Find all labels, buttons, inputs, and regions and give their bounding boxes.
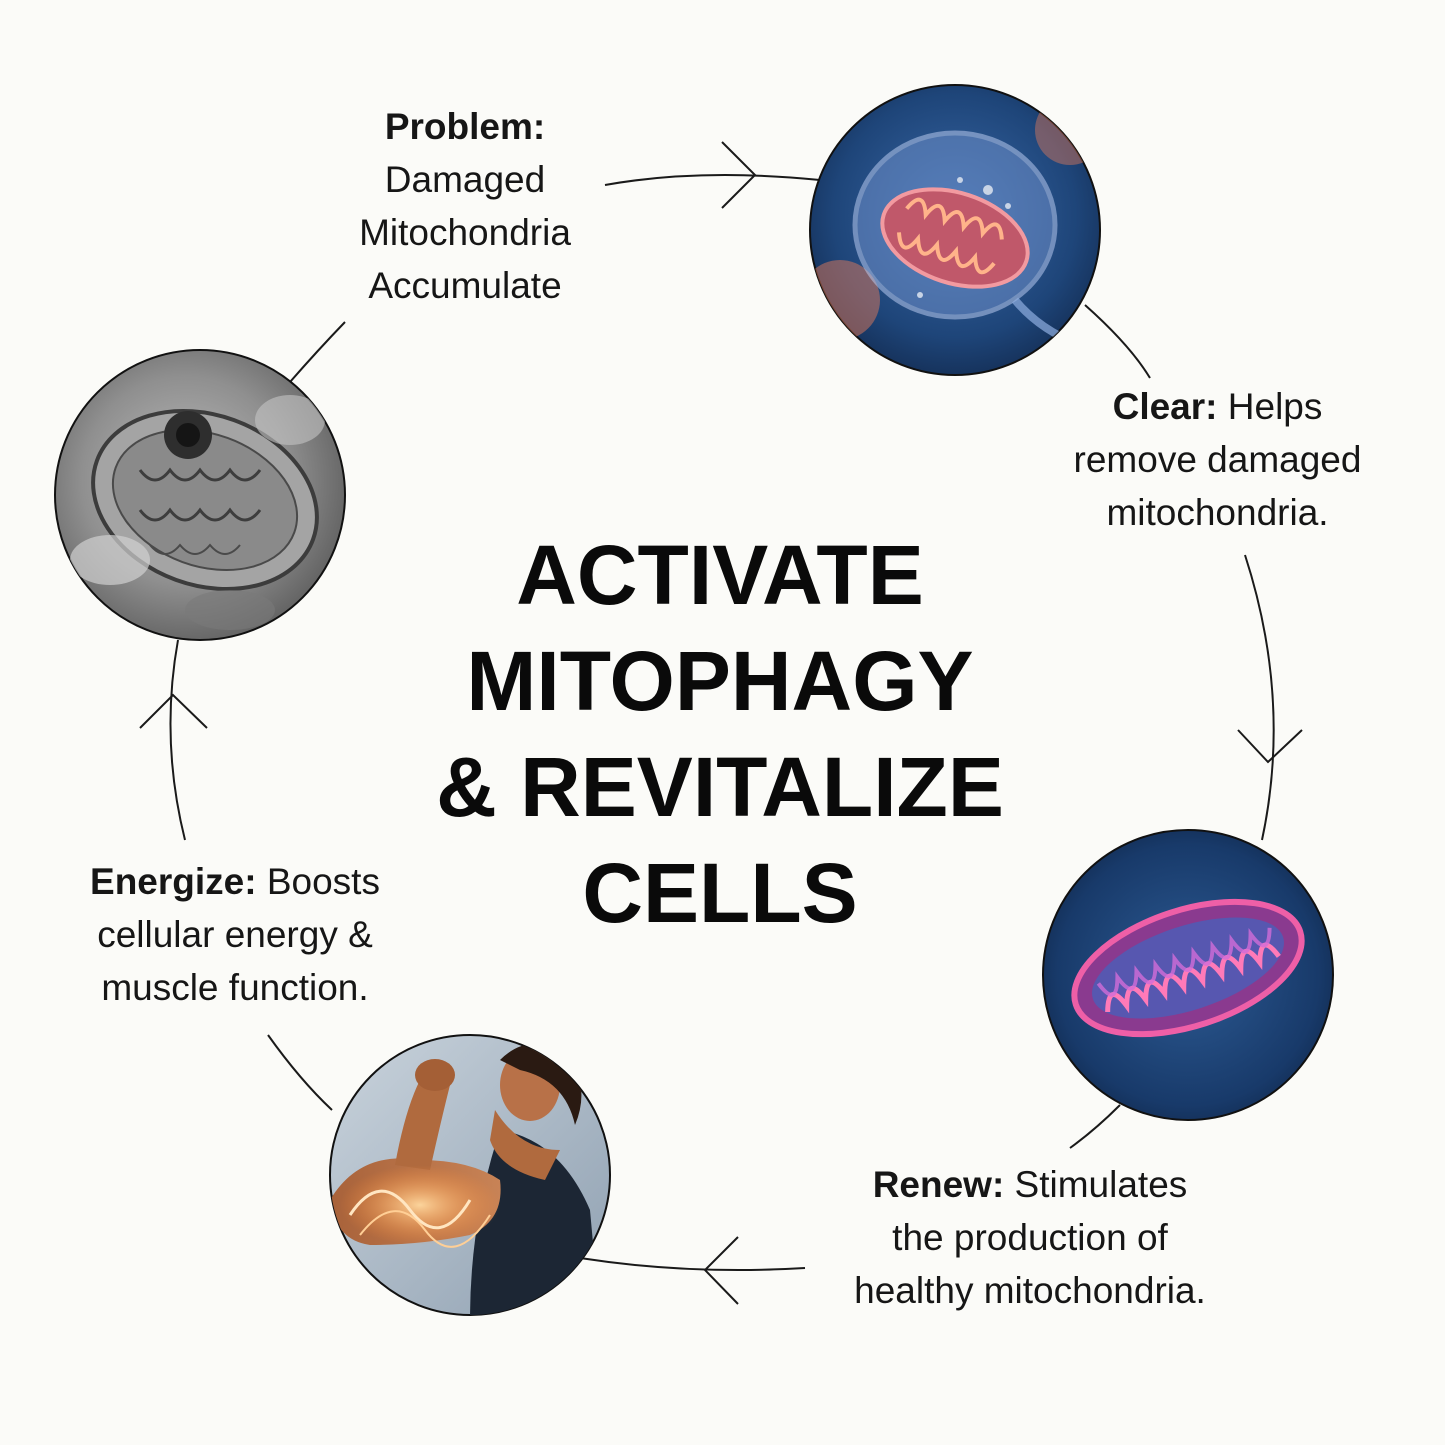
- step-energize-line-3: muscle function.: [101, 967, 369, 1008]
- connector-energize-to-problem: [169, 639, 186, 841]
- step-clear-heading: Clear:: [1112, 386, 1218, 427]
- connector-problem-to-clear: [604, 174, 821, 186]
- healthy-mitochondrion-image: [1042, 829, 1334, 1121]
- step-renew-heading: Renew:: [872, 1164, 1005, 1205]
- connector-renew-to-energize: [579, 1257, 806, 1272]
- arrowhead-right: [721, 141, 757, 209]
- title-line-3: & REVITALIZE: [436, 740, 1004, 834]
- arrowhead-up: [139, 693, 208, 729]
- title-line-4: CELLS: [582, 846, 858, 940]
- cell-with-mitochondrion-image: [809, 84, 1101, 376]
- connector-clear-to-renew: [1244, 554, 1275, 841]
- arrowhead-left: [703, 1236, 739, 1305]
- title-line-2: MITOPHAGY: [466, 634, 974, 728]
- connector-energize-tick: [267, 1034, 333, 1111]
- step-energize-label: Energize: Boosts cellular energy & muscl…: [50, 855, 420, 1014]
- step-problem-heading: Problem:: [384, 106, 546, 147]
- step-energize-heading: Energize:: [90, 861, 257, 902]
- step-renew-line-2: the production of: [892, 1217, 1168, 1258]
- step-problem-line-1: Damaged: [384, 159, 546, 200]
- arrowhead-down: [1237, 729, 1303, 764]
- step-renew-line-3: healthy mitochondria.: [854, 1270, 1206, 1311]
- step-energize-line-2: cellular energy &: [97, 914, 373, 955]
- title-line-1: ACTIVATE: [516, 528, 924, 622]
- step-energize-line-1: Boosts: [256, 861, 380, 902]
- step-clear-line-2: remove damaged: [1073, 439, 1362, 480]
- step-problem-line-3: Accumulate: [368, 265, 562, 306]
- connector-renew-tick: [1069, 1104, 1121, 1149]
- step-clear-line-3: mitochondria.: [1106, 492, 1329, 533]
- connector-clear-tick: [1084, 304, 1151, 379]
- step-problem-line-2: Mitochondria: [359, 212, 571, 253]
- step-clear-label: Clear: Helps remove damaged mitochondria…: [1030, 380, 1405, 539]
- step-problem-label: Problem: Damaged Mitochondria Accumulate: [320, 100, 610, 312]
- cycle-connectors: [139, 141, 1303, 1305]
- main-title: ACTIVATE MITOPHAGY & REVITALIZE CELLS: [330, 522, 1110, 946]
- damaged-cell-micrograph-image: [54, 349, 346, 641]
- connector-problem-tick: [289, 321, 346, 383]
- step-renew-label: Renew: Stimulates the production of heal…: [800, 1158, 1260, 1317]
- step-renew-line-1: Stimulates: [1004, 1164, 1188, 1205]
- step-clear-line-1: Helps: [1217, 386, 1323, 427]
- flexing-arm-athlete-image: [329, 1034, 611, 1316]
